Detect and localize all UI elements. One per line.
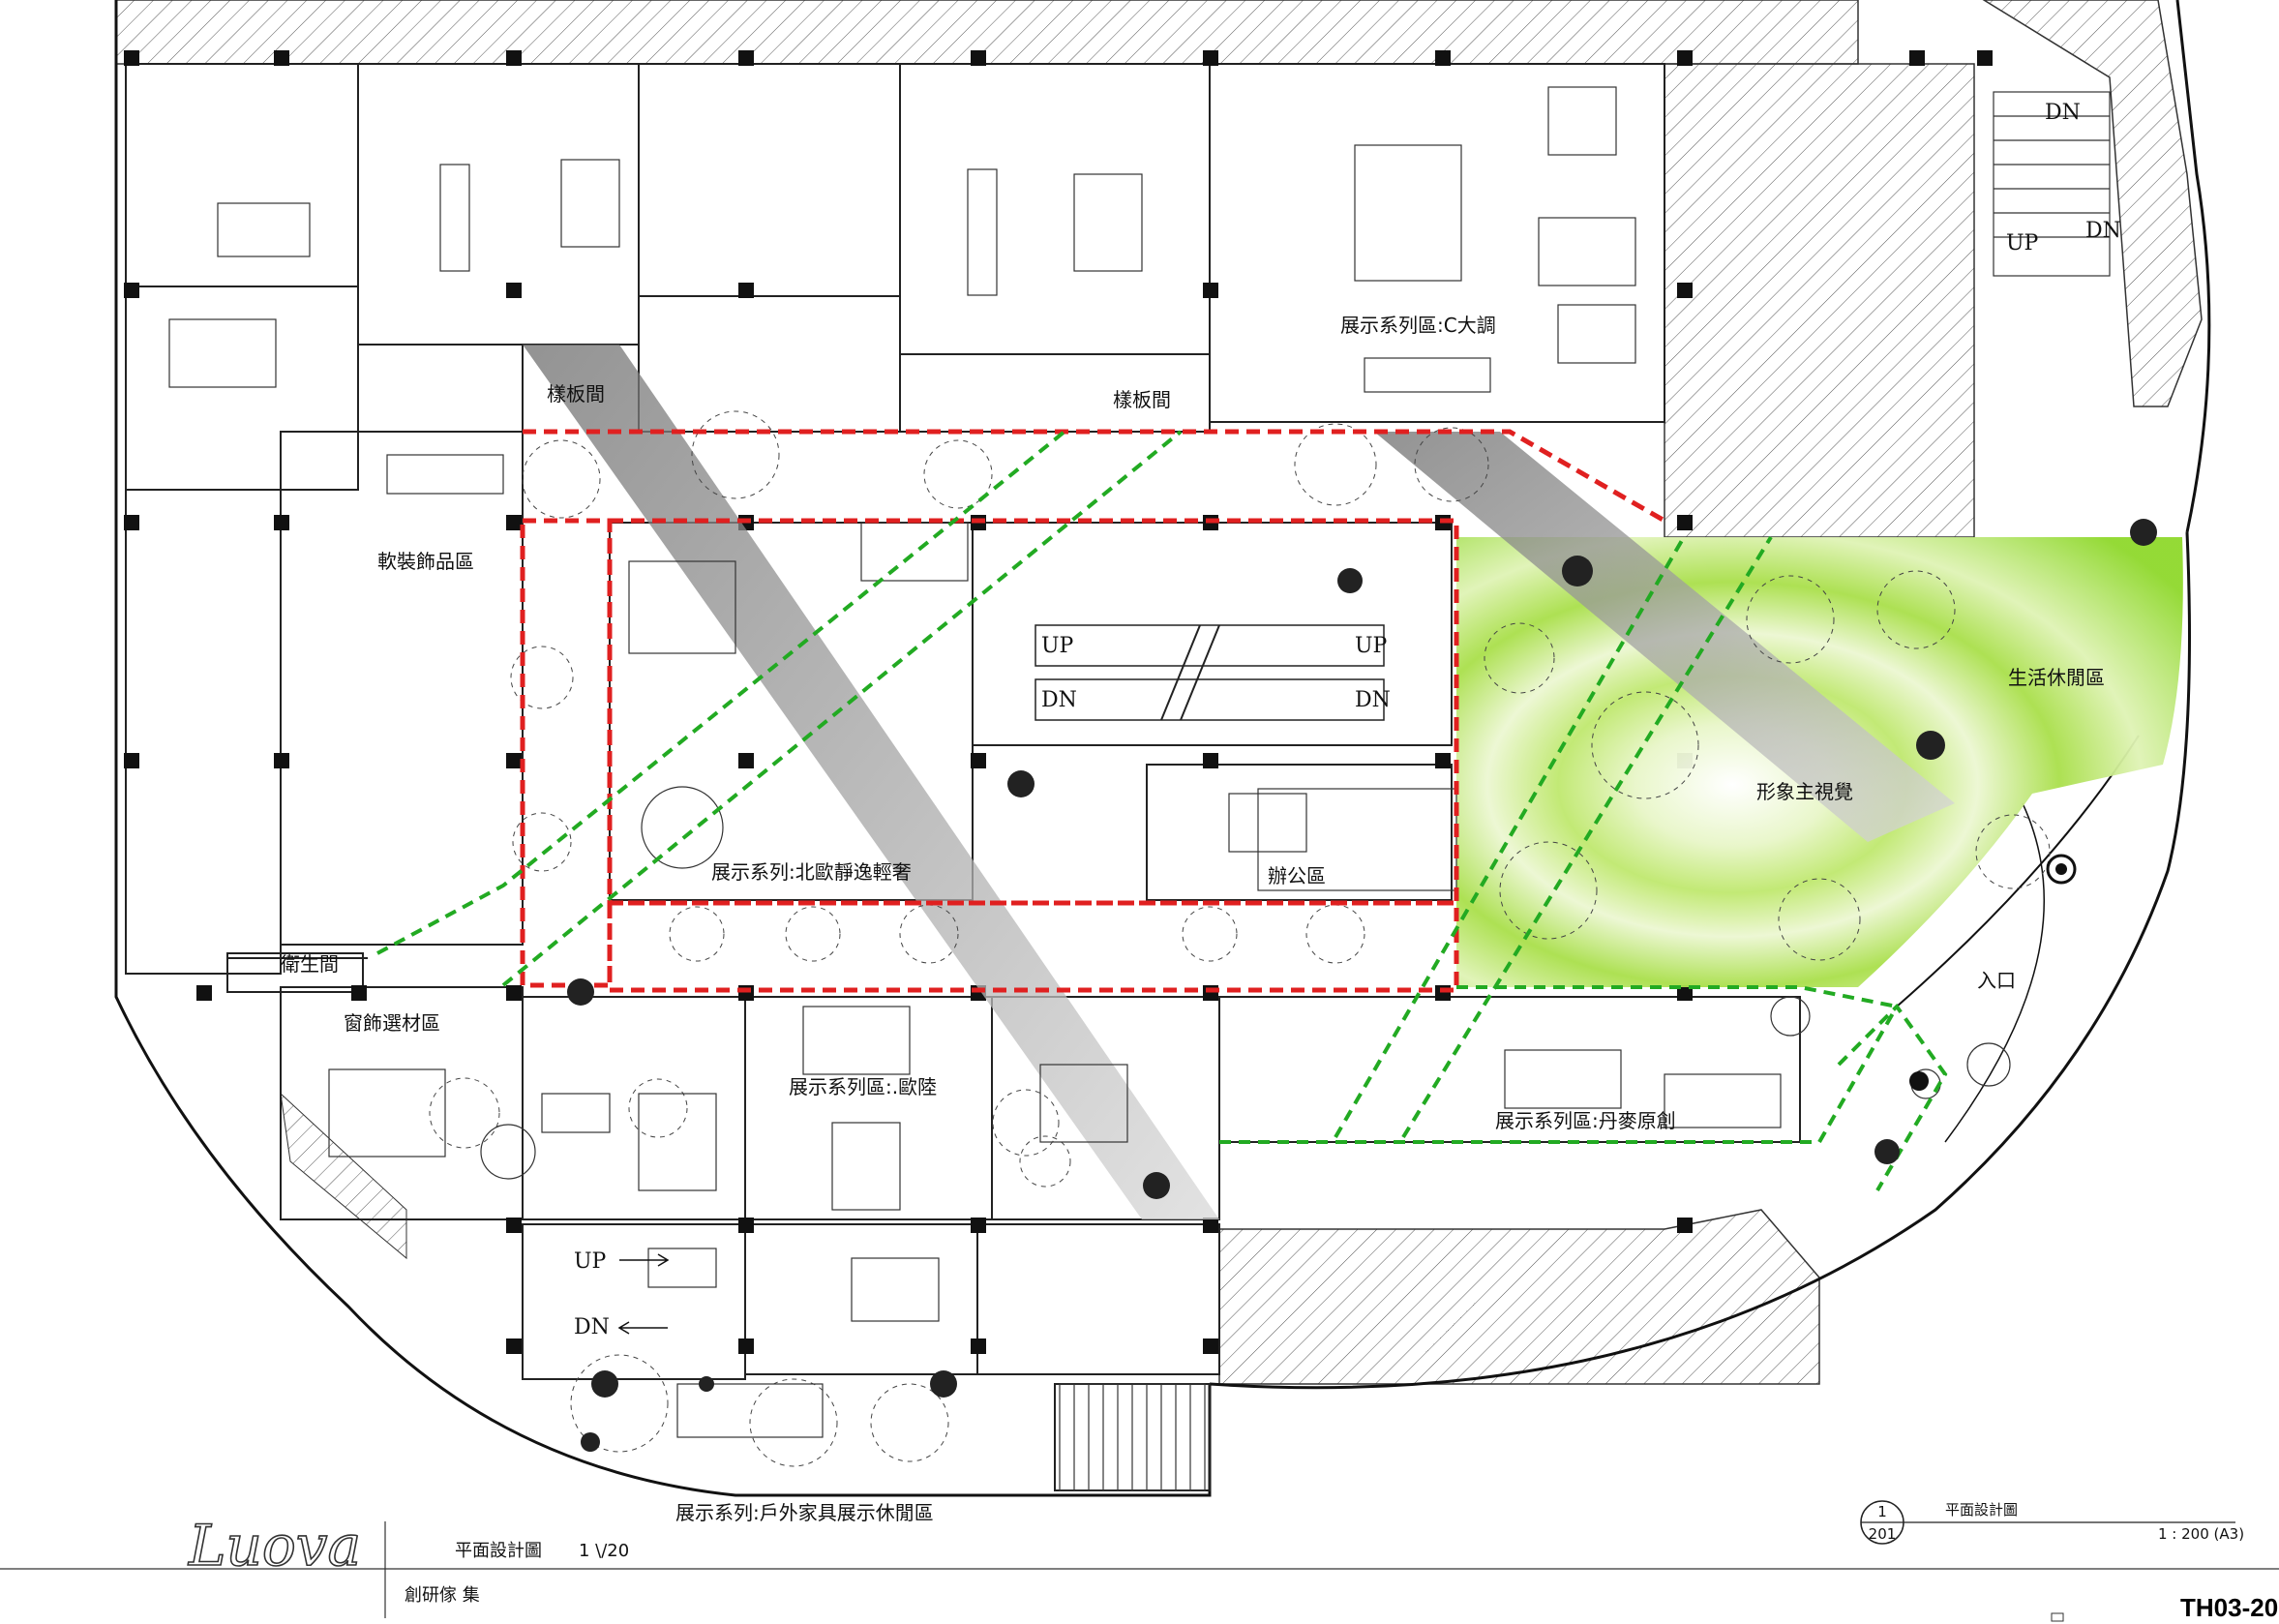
label-sample-room-right: 樣板間 xyxy=(1113,388,1171,411)
label-office: 辦公區 xyxy=(1268,864,1326,887)
label-lounge: 生活休閒區 xyxy=(2008,666,2105,689)
label-danish: 展示系列區:丹麥原創 xyxy=(1495,1109,1676,1132)
detail-title: 平面設計圖 xyxy=(1945,1501,2018,1519)
escalator xyxy=(1035,624,1385,721)
stair-graphics xyxy=(1059,91,2111,1491)
label-escalator-dn-left: DN xyxy=(1041,688,1077,712)
logo-luova: Luova xyxy=(188,1513,361,1579)
label-escalator-dn-right: DN xyxy=(1355,688,1391,712)
entrance-markers xyxy=(1909,854,2077,1091)
plan-title: 平面設計圖 xyxy=(455,1541,542,1561)
label-escalator-up-left: UP xyxy=(1041,634,1074,658)
label-soft-deco: 軟裝飾品區 xyxy=(377,550,474,573)
company-name: 創研傢 集 xyxy=(405,1585,480,1606)
label-stair-dn-right: DN xyxy=(2085,219,2121,243)
label-nordic: 展示系列:北歐靜逸輕奢 xyxy=(711,860,912,884)
interior-walls xyxy=(125,63,1801,1491)
title-block: Luova 創研傢 集 平面設計圖 1 \/20 1 201 平面設計圖 1 :… xyxy=(0,1500,2279,1622)
furniture xyxy=(168,86,2011,1438)
tree-symbols xyxy=(567,519,2157,1452)
stair-labels: DN UP DN UP DN xyxy=(574,101,2121,1339)
label-stair-up-right: UP xyxy=(2006,231,2039,256)
label-outdoor: 展示系列:戶外家具展示休閒區 xyxy=(675,1501,934,1524)
label-image-visual: 形象主視覺 xyxy=(1756,780,1853,803)
label-sample-room-left: 樣板間 xyxy=(547,382,605,406)
label-entrance: 入口 xyxy=(1977,969,2016,992)
label-c-series: 展示系列區:C大調 xyxy=(1340,314,1496,337)
escalator-labels: UP UP DN DN xyxy=(1041,634,1391,712)
building-outline xyxy=(114,0,2211,1497)
label-escalator-up-right: UP xyxy=(1355,634,1388,658)
label-stair-dn-bottom: DN xyxy=(574,1315,610,1339)
label-restroom: 衛生間 xyxy=(281,952,339,976)
drawing-number: TH03-201 xyxy=(2180,1593,2279,1622)
room-labels: 樣板間 樣板間 展示系列區:C大調 軟裝飾品區 展示系列:北歐靜逸輕奢 辦公區 … xyxy=(281,314,2105,1524)
green-boundaries xyxy=(376,430,1948,1192)
plan-scale: 1 \/20 xyxy=(579,1541,629,1561)
detail-scale: 1 : 200 (A3) xyxy=(2158,1525,2244,1543)
label-curtain: 窗飾選材區 xyxy=(344,1011,440,1035)
hatched-walls xyxy=(115,0,2203,1385)
red-boundaries xyxy=(520,429,1666,993)
detail-number: 1 xyxy=(1877,1503,1887,1520)
circulation-bands xyxy=(523,345,1955,1219)
label-stair-dn-top: DN xyxy=(2045,101,2081,125)
label-stair-up-bottom: UP xyxy=(574,1249,607,1274)
label-europe: 展示系列區:.歐陸 xyxy=(789,1075,937,1098)
detail-sheet: 201 xyxy=(1869,1525,1897,1543)
